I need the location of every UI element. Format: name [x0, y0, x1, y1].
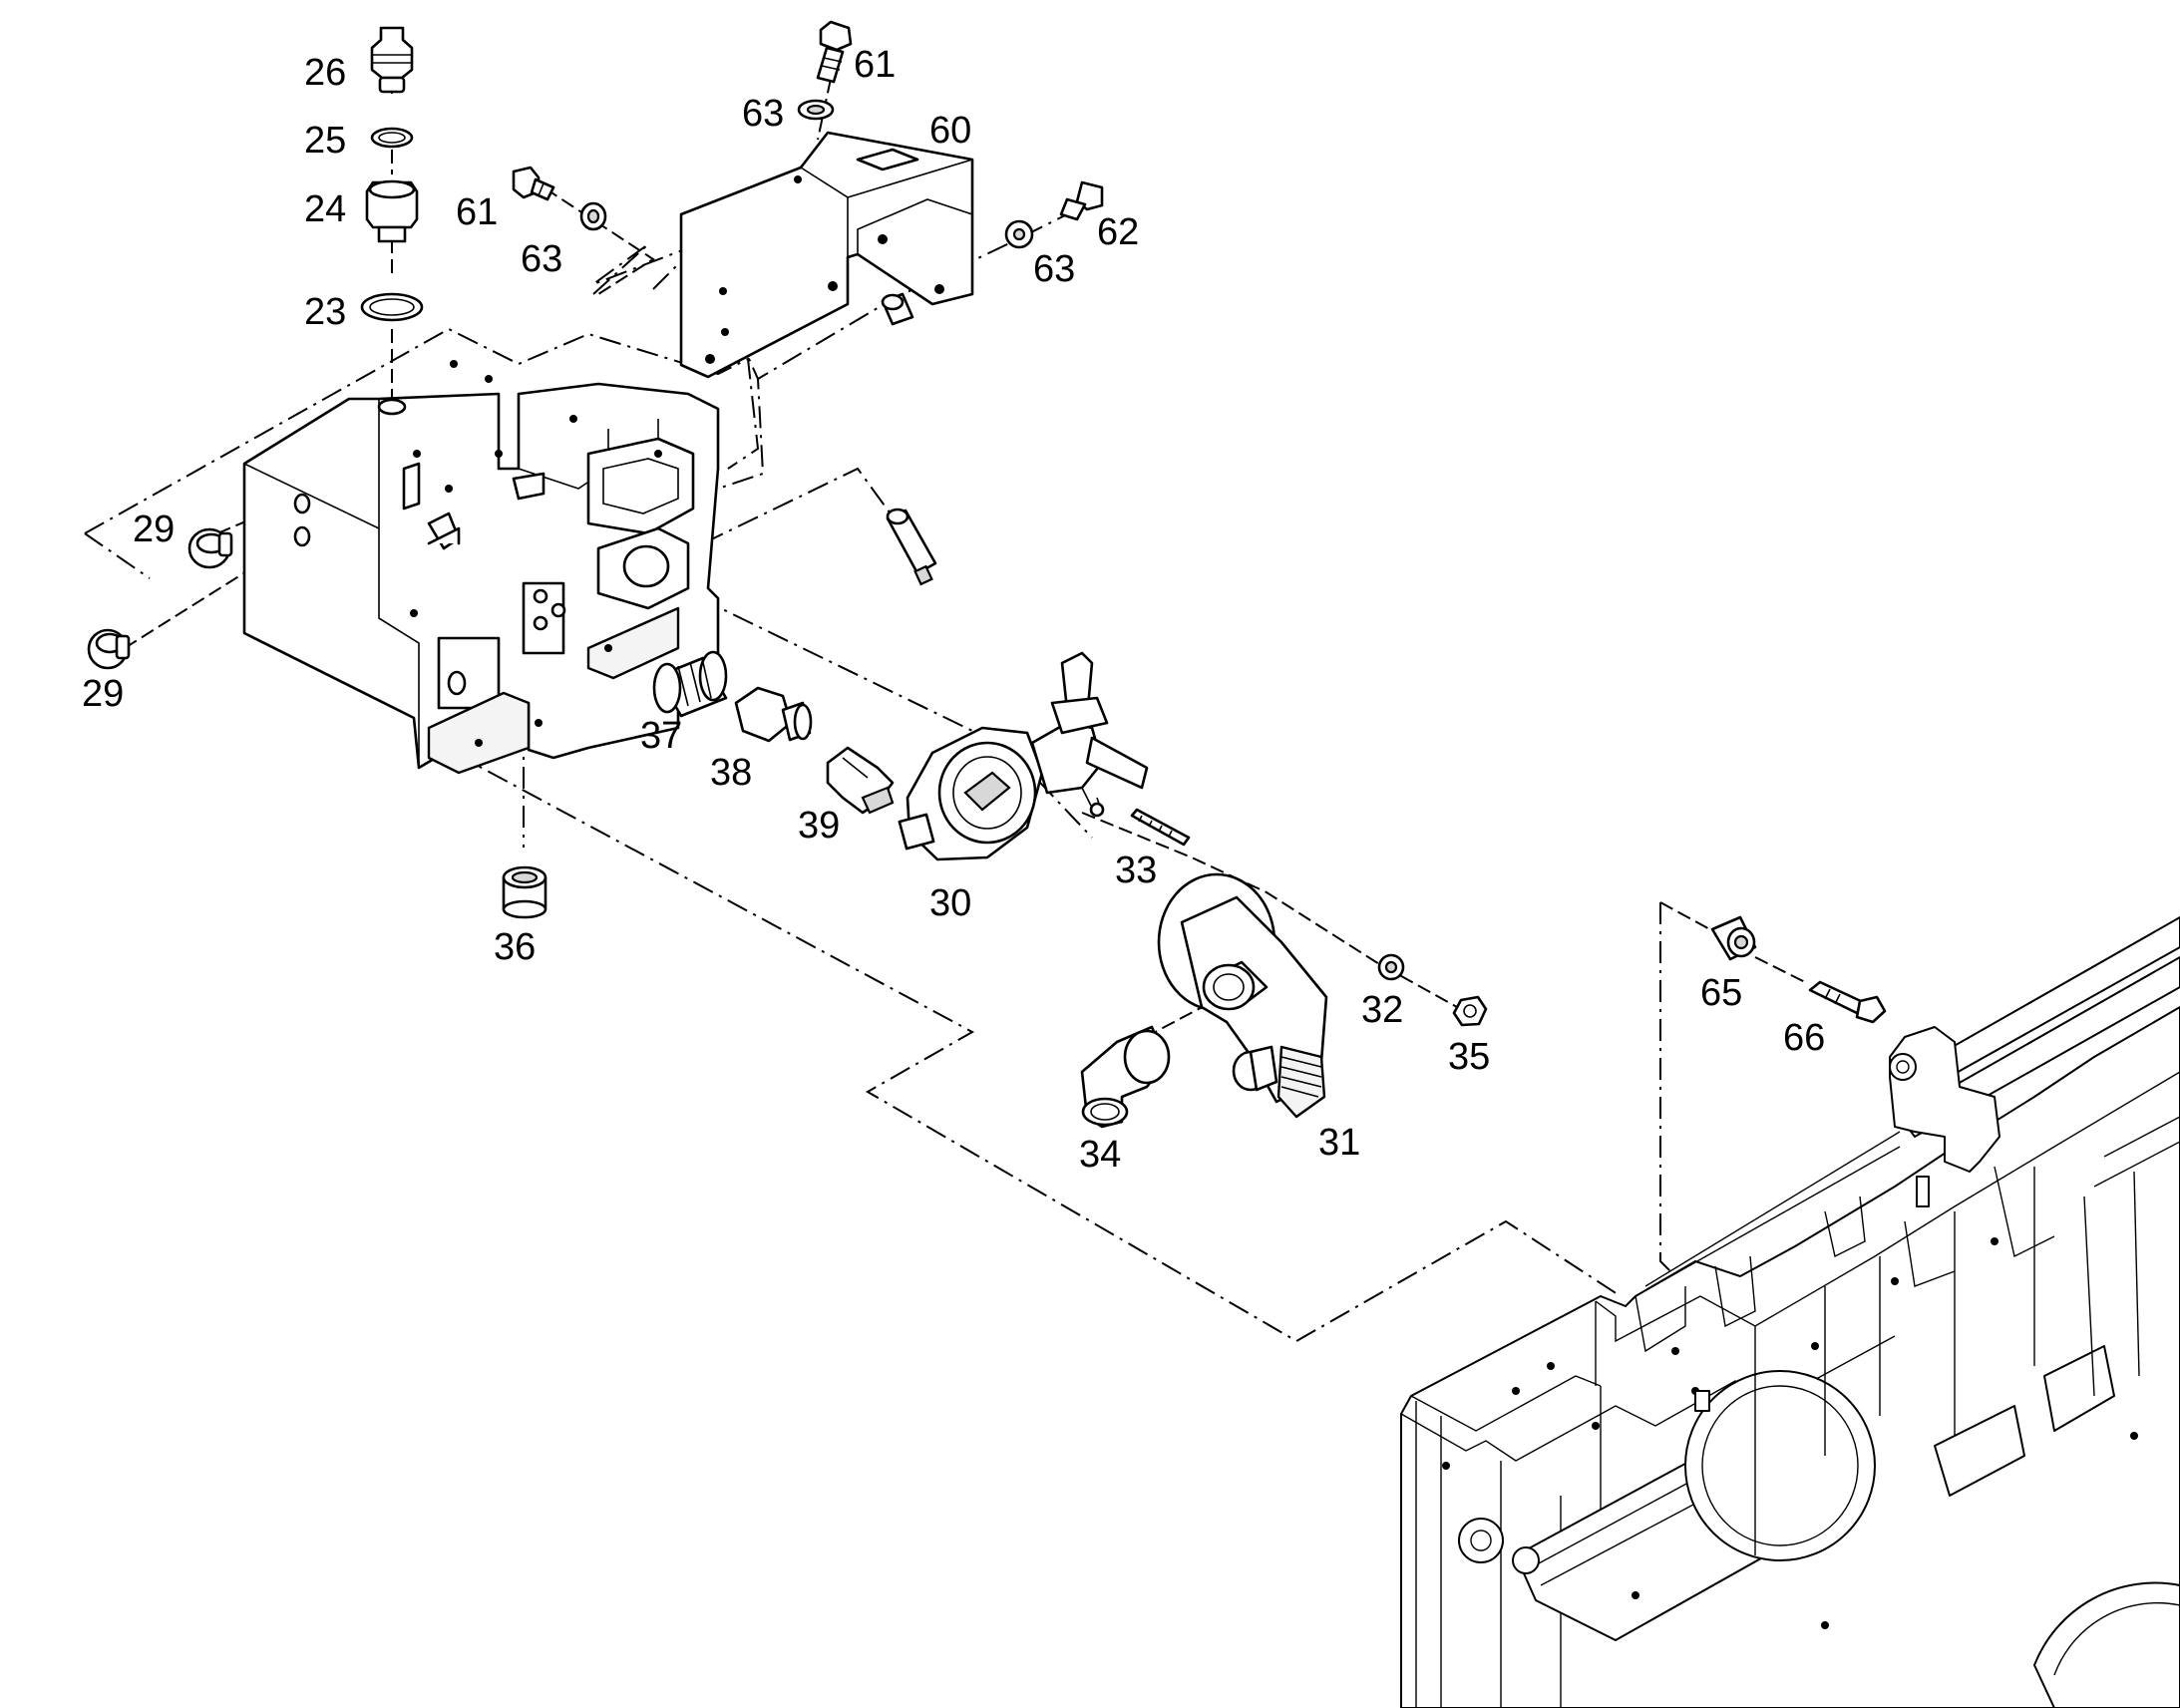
- callout-34: 34: [1079, 1134, 1121, 1176]
- callout-25: 25: [304, 120, 346, 162]
- callout-35: 35: [1448, 1036, 1490, 1078]
- callout-37: 37: [640, 715, 682, 757]
- callout-63-left: 63: [521, 238, 562, 280]
- callout-66: 66: [1783, 1017, 1825, 1059]
- elbow-31: [1157, 872, 1328, 1119]
- callout-63-top: 63: [742, 93, 784, 135]
- filler-cap-stack: [360, 26, 424, 322]
- bolt-61-left: [512, 166, 607, 231]
- callout-29-lower: 29: [82, 673, 124, 715]
- valve-30: [898, 651, 1149, 861]
- elbow-34: [1080, 1025, 1171, 1129]
- washer-32: [1377, 953, 1405, 981]
- plug-29-lower: [87, 628, 131, 670]
- callout-29-upper: 29: [133, 509, 175, 550]
- shield-plate-60: [679, 131, 974, 379]
- callout-24: 24: [304, 188, 346, 230]
- callout-61-top: 61: [854, 44, 896, 86]
- callout-23: 23: [304, 291, 346, 333]
- bolt-66: [1808, 980, 1887, 1024]
- callout-38: 38: [710, 752, 752, 794]
- fitting-38: [734, 686, 813, 743]
- hydraulic-tank-housing: [242, 360, 720, 775]
- vehicle-frame: [1400, 916, 2180, 1708]
- stud-33: [1130, 808, 1191, 847]
- callout-61-left: 61: [456, 191, 498, 233]
- callout-39: 39: [798, 805, 840, 847]
- callout-63-right: 63: [1033, 248, 1075, 290]
- callout-62: 62: [1097, 211, 1139, 253]
- callout-30: 30: [929, 882, 971, 924]
- fitting-39: [826, 746, 895, 815]
- spacer-65: [1710, 915, 1757, 961]
- nut-35: [1452, 995, 1488, 1027]
- callout-32: 32: [1361, 989, 1403, 1031]
- callout-60: 60: [929, 110, 971, 152]
- plug-36: [502, 865, 547, 919]
- callout-labels: 26 25 24 23 61 63 61 63 60 62 63 29 29 3…: [82, 44, 1825, 1176]
- callout-65: 65: [1700, 972, 1742, 1014]
- bolt-61-top: [797, 20, 853, 121]
- fitting-37: [652, 650, 728, 718]
- callout-31: 31: [1318, 1122, 1360, 1164]
- callout-33: 33: [1115, 850, 1157, 891]
- level-sensor: [886, 508, 937, 586]
- bolt-62-right: [881, 180, 1104, 326]
- plug-29-upper: [187, 527, 233, 569]
- callout-26: 26: [304, 52, 346, 94]
- callout-36: 36: [494, 926, 536, 968]
